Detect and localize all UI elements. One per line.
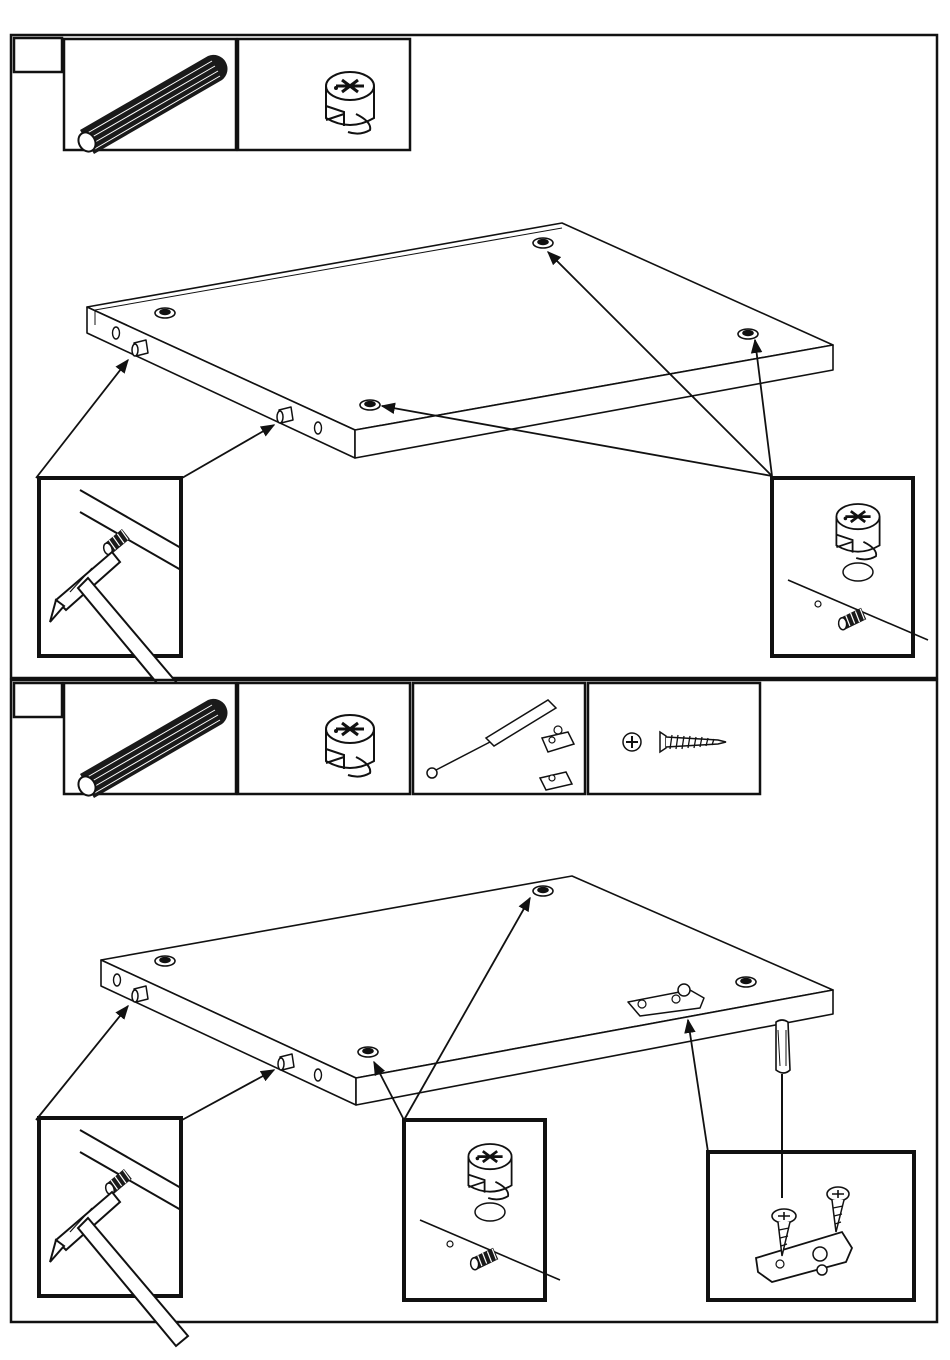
cam-hole (736, 977, 756, 987)
cam-hole (738, 329, 758, 339)
part-box-dowel (64, 683, 236, 799)
part-box-gas-strut (413, 683, 585, 794)
dowel-hole (113, 327, 120, 339)
cam-hole (533, 886, 553, 896)
part-box-dowel (64, 39, 236, 155)
step-2-number-box (14, 683, 62, 717)
dowel-hole (315, 422, 322, 434)
step-1-parts (64, 39, 410, 155)
dowel-peg (132, 340, 148, 356)
step-1 (11, 35, 937, 706)
cam-hole (360, 400, 380, 410)
shelf-panel-1 (87, 223, 833, 458)
part-box-screw (588, 683, 760, 794)
screwdriver-bracket-detail (708, 1020, 914, 1300)
cam-lock-insert-detail (404, 1120, 560, 1300)
dowel-hole (114, 974, 121, 986)
step-2 (11, 680, 937, 1346)
dowel-hole (315, 1069, 322, 1081)
part-box-cam-lock (238, 683, 410, 794)
part-box-cam-lock (238, 39, 410, 150)
hammer-dowel-insert-detail (39, 1118, 188, 1346)
cam-hole (533, 238, 553, 248)
dowel-peg (277, 407, 293, 423)
step-2-parts (64, 683, 760, 799)
hammer-dowel-insert-detail (39, 478, 188, 706)
step-1-number-box (14, 38, 62, 72)
dowel-peg (278, 1054, 294, 1070)
cam-lock-insert-detail (772, 478, 928, 656)
dowel-peg (132, 986, 148, 1002)
shelf-panel-2 (101, 876, 833, 1105)
cam-hole (358, 1047, 378, 1057)
cam-hole (155, 956, 175, 966)
cam-hole (155, 308, 175, 318)
